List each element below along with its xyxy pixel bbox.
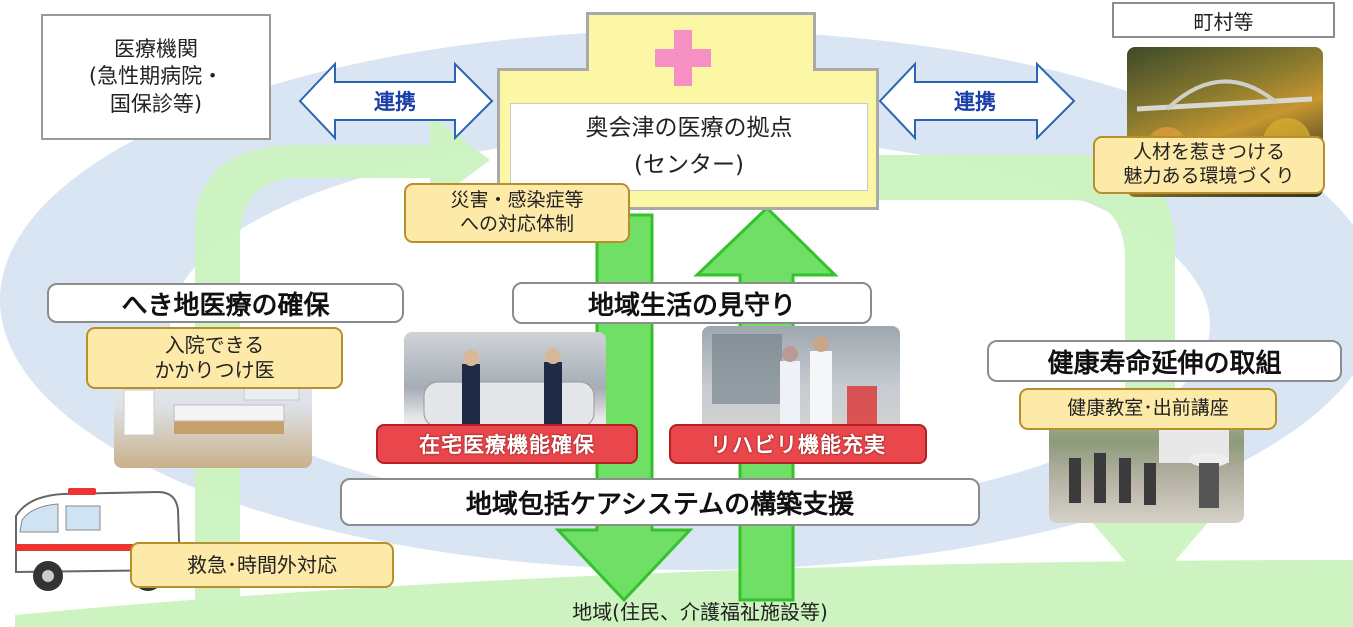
- cross-icon: [655, 30, 711, 86]
- link-label-right: 連携: [954, 90, 996, 114]
- medical-institution-line3: 国保診等): [109, 91, 203, 116]
- community-label: 地域(住民、介護福祉施設等): [572, 599, 828, 624]
- center-line1: 奥会津の医療の拠点: [585, 115, 793, 142]
- medical-institution-line2: (急性期病院・: [88, 64, 224, 89]
- rehab-people-icon: [712, 334, 877, 443]
- home-care-pill: 在宅医療機能確保: [376, 424, 638, 464]
- medical-institution-line1: 医療機関: [114, 37, 198, 62]
- attract-line2: 魅力ある環境づくり: [1123, 165, 1295, 187]
- health-longevity-title: 健康寿命延伸の取組: [987, 340, 1342, 382]
- municipality-box: 町村等: [1112, 2, 1335, 38]
- care-system-title: 地域包括ケアシステムの構築支援: [340, 478, 980, 526]
- medical-institution-box: 医療機関 (急性期病院・ 国保診等): [41, 14, 271, 140]
- center-line2: (センター): [634, 152, 744, 178]
- health-class-pill: 健康教室･出前講座: [1019, 388, 1277, 430]
- disaster-line2: への対応体制: [459, 213, 574, 235]
- link-arrow-right: [878, 61, 1076, 141]
- community-band: [15, 560, 1353, 627]
- down-arrow: [554, 213, 694, 603]
- center-label-box: 奥会津の医療の拠点 (センター): [510, 103, 868, 191]
- remote-medicine-title: へき地医療の確保: [47, 283, 404, 323]
- link-arrow-left: [298, 61, 494, 141]
- attract-line1: 人材を惹きつける: [1132, 141, 1285, 164]
- attract-talent-pill: 人材を惹きつける 魅力ある環境づくり: [1093, 136, 1325, 194]
- rehab-pill: リハビリ機能充実: [669, 424, 927, 464]
- disaster-line1: 災害・感染症等: [450, 189, 584, 212]
- emergency-pill: 救急･時間外対応: [130, 542, 394, 588]
- car-staff-icon: [423, 348, 595, 430]
- link-label-left: 連携: [374, 90, 416, 114]
- inpatient-line2: かかりつけ医: [154, 358, 275, 382]
- inpatient-pill: 入院できる かかりつけ医: [86, 327, 343, 389]
- disaster-response-pill: 災害・感染症等 への対応体制: [404, 183, 630, 243]
- community-watch-title: 地域生活の見守り: [512, 282, 872, 324]
- inpatient-line1: 入院できる: [164, 333, 265, 357]
